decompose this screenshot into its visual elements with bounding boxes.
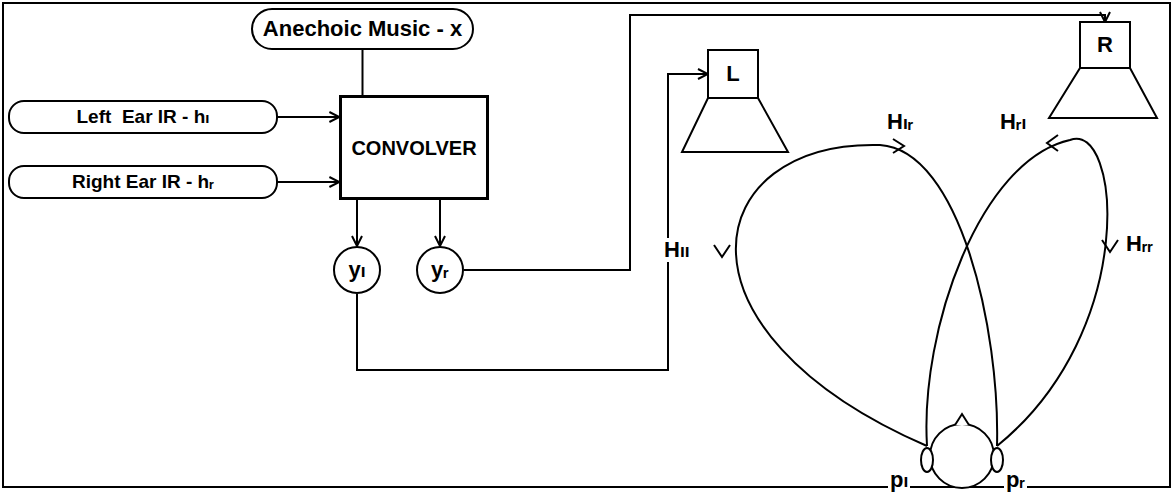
sound-path-left bbox=[736, 145, 997, 446]
node-text: yᵣ bbox=[431, 258, 449, 282]
signal-circle: yᵣ bbox=[416, 246, 464, 294]
head bbox=[930, 424, 994, 488]
signal-wire bbox=[464, 15, 1105, 270]
node-text: L bbox=[708, 50, 758, 98]
transfer-function-label: Hₗₗ bbox=[662, 238, 692, 262]
path-arrow bbox=[1102, 240, 1118, 252]
signal-circle: yₗ bbox=[333, 246, 381, 294]
source-box: Anechoic Music - x bbox=[251, 8, 474, 50]
left-ear bbox=[921, 448, 933, 472]
signal-wire bbox=[356, 200, 358, 246]
speaker-box bbox=[708, 50, 758, 98]
speaker-cone bbox=[1049, 68, 1157, 118]
signal-wire bbox=[278, 181, 339, 183]
input-box: Right Ear IR - hᵣ bbox=[8, 165, 278, 199]
process-box: CONVOLVER bbox=[339, 95, 488, 200]
node-text: yₗ bbox=[348, 258, 365, 282]
transfer-function-label: Hₗᵣ bbox=[885, 110, 915, 134]
ear-pressure-label: pₗ bbox=[888, 468, 910, 492]
right-ear bbox=[991, 448, 1003, 472]
path-arrow bbox=[893, 139, 904, 153]
speaker-symbol: R bbox=[1045, 20, 1160, 125]
ear-pressure-label: pᵣ bbox=[1004, 468, 1027, 492]
signal-wire bbox=[278, 116, 339, 118]
speaker-box bbox=[1080, 22, 1130, 68]
path-arrow bbox=[1047, 135, 1058, 151]
node-text: R bbox=[1080, 22, 1130, 68]
signal-wire bbox=[439, 200, 441, 246]
frame bbox=[3, 3, 1170, 487]
path-arrow bbox=[714, 245, 730, 257]
signal-wire bbox=[362, 50, 364, 95]
nose bbox=[955, 414, 969, 425]
speaker-cone bbox=[682, 98, 788, 152]
node-text: CONVOLVER bbox=[351, 137, 476, 159]
node-text: Anechoic Music - x bbox=[263, 17, 462, 41]
transfer-function-label: Hᵣᵣ bbox=[1124, 232, 1155, 256]
sound-path-right bbox=[926, 139, 1107, 446]
speaker-symbol: L bbox=[680, 48, 790, 158]
node-text: Right Ear IR - hᵣ bbox=[72, 172, 214, 193]
transfer-function-label: Hᵣₗ bbox=[998, 110, 1028, 134]
node-text: Left Ear IR - hₗ bbox=[77, 107, 210, 128]
input-box: Left Ear IR - hₗ bbox=[8, 100, 278, 134]
